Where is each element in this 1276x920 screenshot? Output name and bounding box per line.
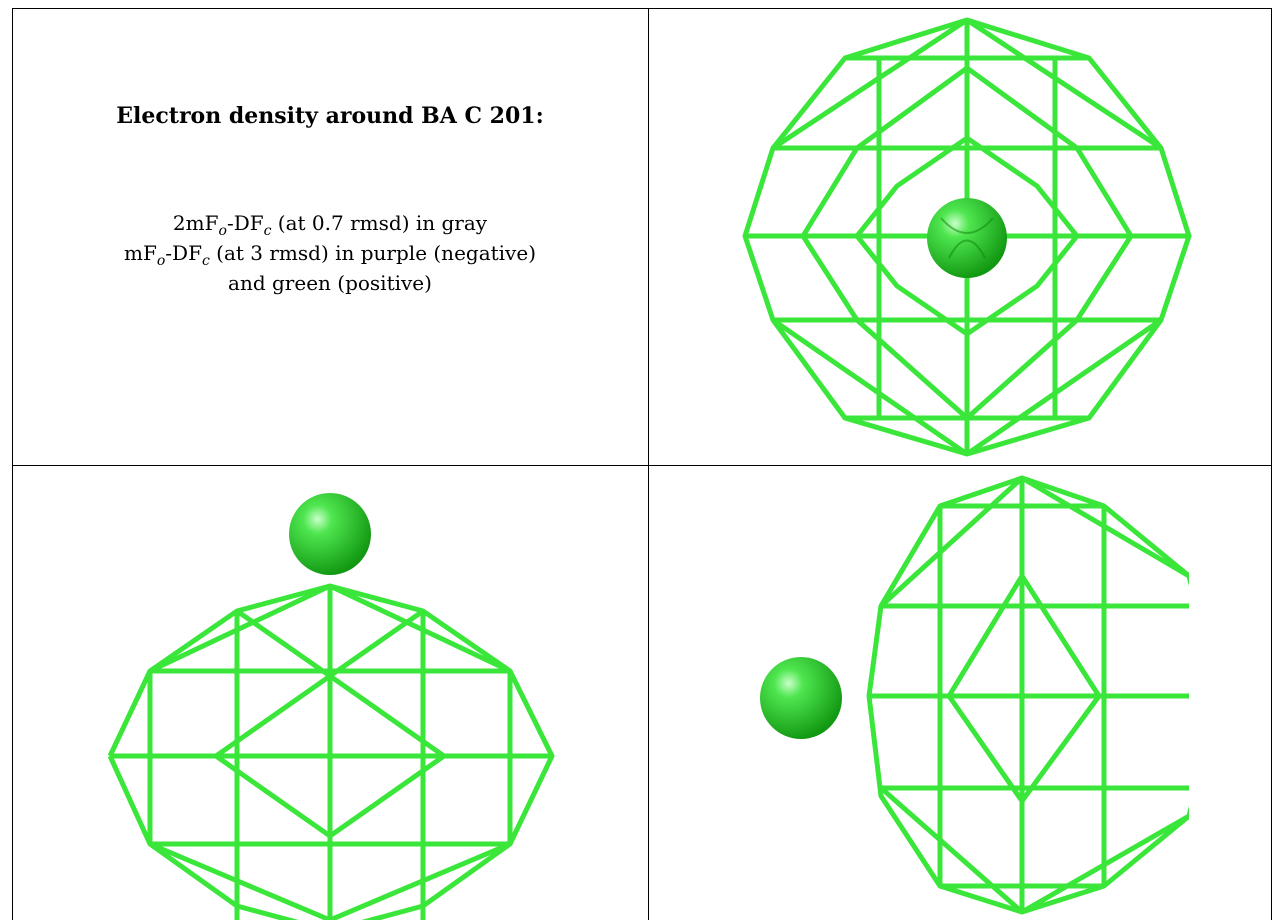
description-line-2: mFo-DFc (at 3 rmsd) in purple (negative) bbox=[124, 241, 536, 269]
figure-title: Electron density around BA C 201: bbox=[116, 103, 544, 129]
table-border-middle bbox=[648, 8, 649, 920]
density-mesh bbox=[866, 475, 1189, 915]
mesh-render-top-right bbox=[742, 17, 1192, 457]
density-mesh bbox=[107, 583, 555, 920]
caption-cell: Electron density around BA C 201: 2mFo-D… bbox=[12, 8, 648, 465]
table-border-top bbox=[12, 8, 1272, 9]
description-line-1: 2mFo-DFc (at 0.7 rmsd) in gray bbox=[172, 211, 488, 239]
figure-description: 2mFo-DFc (at 0.7 rmsd) in gray mFo-DFc (… bbox=[12, 208, 648, 298]
table-border-right bbox=[1271, 8, 1272, 920]
atom-sphere bbox=[289, 493, 371, 575]
mesh-render-bottom-left bbox=[107, 493, 555, 920]
description-line-3: and green (positive) bbox=[228, 271, 432, 295]
table-border-left bbox=[12, 8, 13, 920]
density-view-bottom-right bbox=[649, 466, 1272, 920]
table-border-row bbox=[12, 465, 1272, 466]
figure-table: Electron density around BA C 201: 2mFo-D… bbox=[12, 8, 1272, 920]
mesh-render-bottom-right bbox=[760, 475, 1189, 915]
atom-sphere bbox=[927, 198, 1007, 278]
atom-sphere bbox=[760, 657, 842, 739]
density-view-top-right bbox=[649, 8, 1272, 465]
density-view-bottom-left bbox=[12, 466, 648, 920]
